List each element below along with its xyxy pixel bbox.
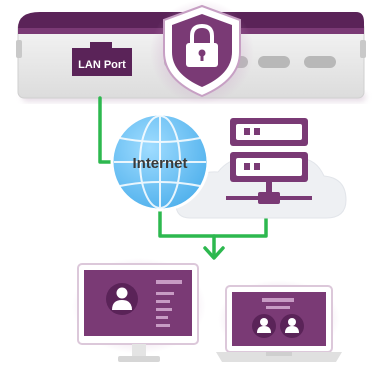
padlock-shield-icon: [150, 0, 254, 104]
indicator-slot: [258, 56, 290, 68]
multi-user-laptop-icon: [216, 280, 342, 362]
single-user-monitor-icon: [72, 258, 206, 362]
internet-label: Internet: [132, 155, 187, 172]
lan-port-label: LAN Port: [78, 59, 126, 71]
arrow-down-icon: [203, 246, 225, 260]
globe-icon: Internet: [110, 112, 210, 212]
server-stack-icon: [226, 118, 312, 204]
indicator-slot: [304, 56, 336, 68]
lan-port: LAN Port: [72, 42, 132, 76]
